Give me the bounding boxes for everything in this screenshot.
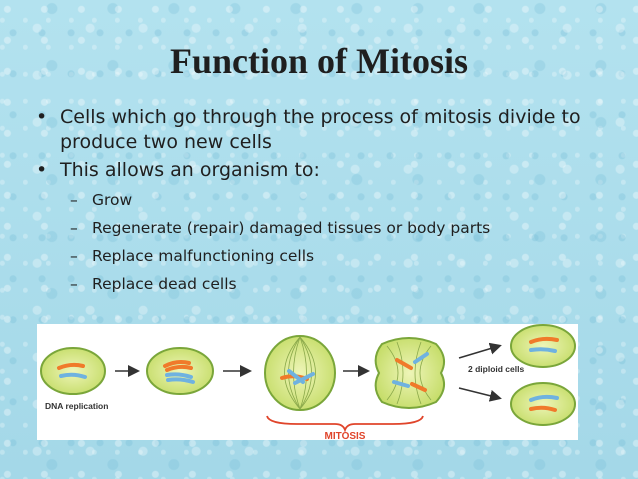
sub-bullet-text: Replace malfunctioning cells [92, 247, 315, 265]
arrow-icon [458, 342, 502, 359]
anaphase-cell [374, 337, 446, 409]
sub-bullet-item: – Grow [36, 186, 616, 214]
mitosis-diagram-svg: DNA replication 2 diploid cells MITOSIS [40, 324, 576, 440]
mitosis-brace [266, 415, 424, 433]
bullet-list: • Cells which go through the process of … [36, 105, 616, 298]
diploid-cells-label: 2 diploid cells [468, 364, 524, 374]
mitosis-label: MITOSIS [325, 431, 366, 440]
sub-bullet-marker: – [70, 247, 78, 265]
parent-cell [40, 347, 106, 395]
bullet-marker: • [36, 106, 48, 128]
sub-bullet-marker: – [70, 191, 78, 209]
bullet-item: • This allows an organism to: [36, 158, 616, 183]
sub-bullet-item: – Regenerate (repair) damaged tissues or… [36, 214, 616, 242]
chromosome-orange [57, 362, 85, 370]
sub-bullet-marker: – [70, 219, 78, 237]
bullet-text: Cells which go through the process of mi… [60, 106, 581, 153]
sub-bullet-text: Grow [92, 191, 133, 209]
daughter-cell-bottom [510, 382, 576, 426]
bullet-item: • Cells which go through the process of … [36, 105, 616, 155]
sub-bullet-item: – Replace malfunctioning cells [36, 242, 616, 270]
sub-bullet-text: Regenerate (repair) damaged tissues or b… [92, 219, 491, 237]
bullet-marker: • [36, 159, 48, 181]
mitosis-diagram: DNA replication 2 diploid cells MITOSIS [37, 324, 578, 440]
sub-bullet-marker: – [70, 275, 78, 293]
slide-title: Function of Mitosis [169, 41, 468, 81]
daughter-cell-top [510, 324, 576, 368]
dna-replication-label: DNA replication [45, 401, 108, 411]
chromosome-blue [59, 372, 87, 379]
metaphase-cell [264, 335, 336, 411]
arrow-icon [458, 387, 502, 402]
sub-bullet-item: – Replace dead cells [36, 270, 616, 298]
replicated-cell [146, 347, 214, 395]
bullet-text: This allows an organism to: [60, 159, 320, 181]
sub-bullet-text: Replace dead cells [92, 275, 237, 293]
